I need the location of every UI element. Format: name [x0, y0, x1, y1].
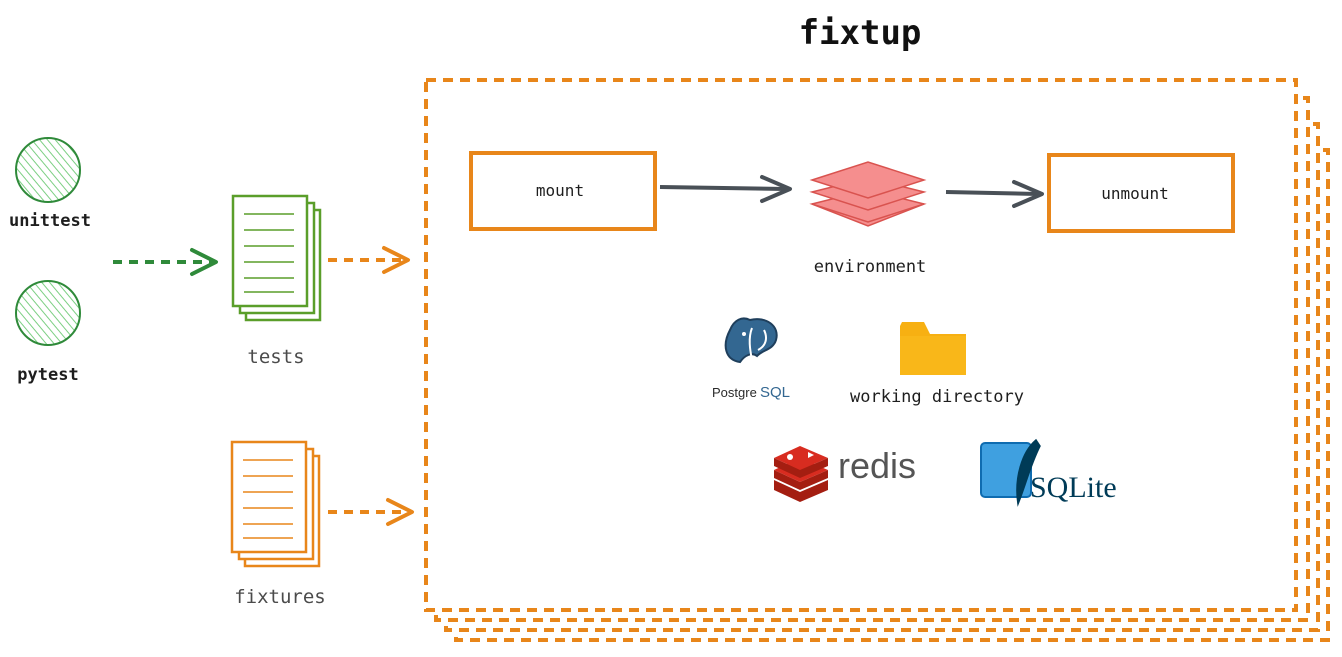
mount-label: mount	[536, 181, 584, 200]
mount-to-environment-arrow	[659, 175, 792, 203]
environment-label: environment	[814, 257, 927, 277]
pytest-label: pytest	[17, 365, 78, 385]
redis-logo: redis	[774, 445, 916, 502]
sqlite-logo: SQLite	[980, 438, 1117, 507]
postgresql-wordmark-a: Postgre	[712, 385, 757, 400]
unittest-circle	[15, 137, 81, 203]
tests-to-fixtup-arrow	[328, 246, 410, 274]
tests-label: tests	[247, 346, 304, 368]
unittest-label: unittest	[9, 211, 91, 231]
working-directory-label: working directory	[850, 387, 1024, 407]
postgresql-wordmark-b: SQL	[760, 384, 790, 401]
postgresql-elephant-icon	[724, 317, 778, 364]
frameworks-to-tests-arrow	[113, 248, 218, 276]
sqlite-wordmark: SQLite	[1030, 471, 1117, 504]
tests-documents-icon	[231, 194, 322, 322]
unmount-label: unmount	[1101, 184, 1168, 203]
postgresql-logo: Postgre SQL	[712, 317, 790, 401]
redis-cube-icon	[774, 446, 828, 502]
sqlite-feather-icon	[1016, 438, 1041, 507]
folder-icon	[900, 322, 966, 375]
unmount-box: unmount	[1047, 153, 1235, 233]
environment-to-unmount-arrow	[945, 180, 1044, 208]
fixtures-label: fixtures	[234, 586, 326, 608]
environment-layers-icon	[809, 161, 927, 227]
diagram-title: fixtup	[799, 13, 922, 53]
redis-wordmark: redis	[838, 445, 916, 486]
pytest-node: pytest	[15, 280, 81, 385]
unittest-node: unittest	[9, 137, 91, 231]
pytest-circle	[15, 280, 81, 346]
mount-box: mount	[469, 151, 657, 231]
fixtures-documents-icon	[230, 440, 321, 568]
fixtures-to-fixtup-arrow	[328, 498, 414, 526]
